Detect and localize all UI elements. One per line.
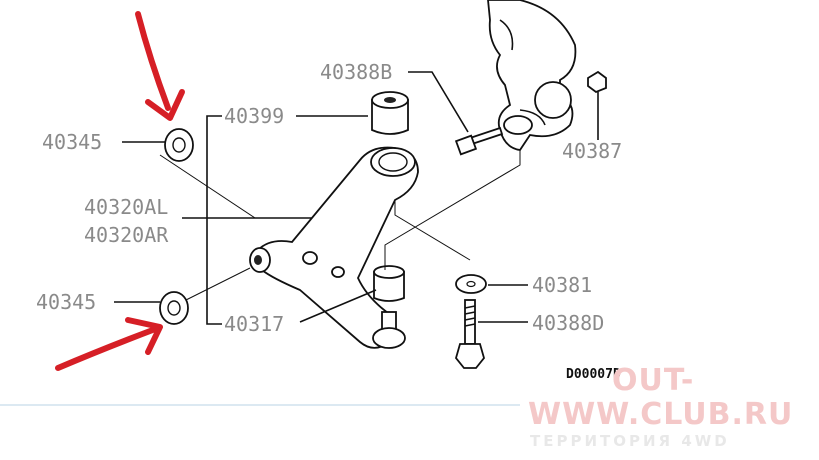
watermark-line1: OUT- xyxy=(612,363,694,398)
label-bolt-knuckle: 40387 xyxy=(562,139,622,163)
small-washer-part xyxy=(455,274,487,294)
ball-joint-part xyxy=(372,265,406,349)
front-bushing-part xyxy=(371,91,409,135)
diagram-code: D00007D xyxy=(566,367,621,382)
watermark-line2: WWW.CLUB.RU xyxy=(528,397,793,432)
label-bolt-hex: 40388B xyxy=(320,60,392,84)
washer-bottom-part xyxy=(159,291,189,325)
lower-control-arm xyxy=(249,146,419,349)
knuckle-bolt-part xyxy=(587,70,607,94)
label-arm-right: 40320AR xyxy=(84,223,169,247)
label-washer-top: 40345 xyxy=(42,130,102,154)
watermark-line3: ТЕРРИТОРИЯ 4WD xyxy=(530,432,730,450)
washer-top-part xyxy=(164,128,194,162)
label-washer-bottom: 40345 xyxy=(36,290,96,314)
hex-bolt-part xyxy=(454,126,504,156)
leader-lines xyxy=(114,71,599,325)
label-bolt-long: 40388D xyxy=(532,311,604,335)
arrow-top-icon xyxy=(135,11,185,121)
long-bolt-part xyxy=(455,299,485,369)
label-arm-left: 40320AL xyxy=(84,195,168,219)
arrow-bottom-icon xyxy=(55,317,163,371)
steering-knuckle xyxy=(487,0,577,151)
label-balljoint: 40317 xyxy=(224,312,284,336)
label-bushing-front: 40399 xyxy=(224,104,284,128)
label-washer-small: 40381 xyxy=(532,273,592,297)
